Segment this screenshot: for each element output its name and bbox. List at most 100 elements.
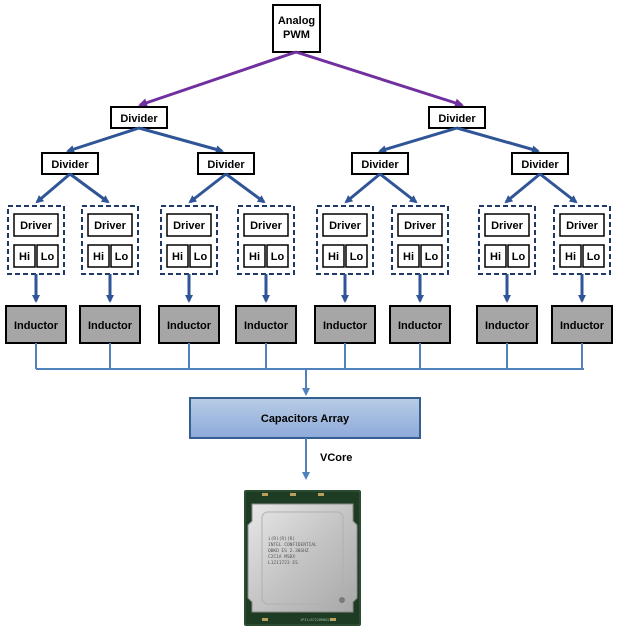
driver-box	[166, 213, 212, 237]
lo-switch-box	[507, 244, 530, 268]
driver-box	[13, 213, 59, 237]
driver-arrow	[188, 172, 227, 204]
inductor-label: Inductor	[560, 320, 605, 332]
lo-switch-box	[36, 244, 59, 268]
pwm-to-divider-left-arrow	[138, 50, 297, 108]
driver-box	[322, 213, 368, 237]
hi-switch-box	[87, 244, 110, 268]
inductor-label: Inductor	[88, 320, 133, 332]
divider-mid-4: Divider	[511, 152, 569, 175]
analog-pwm-line2: PWM	[283, 29, 310, 41]
hi-label: Hi	[565, 251, 576, 263]
hi-switch-box	[166, 244, 189, 268]
lo-switch-box	[345, 244, 368, 268]
driver-box	[243, 213, 289, 237]
driver-label: Driver	[491, 220, 524, 232]
inductor-label: Inductor	[244, 320, 289, 332]
divider-arrow	[138, 126, 224, 154]
driver-box	[87, 213, 133, 237]
hi-switch-box	[397, 244, 420, 268]
cpu-chip-icon: i(R)(R)(R) INTEL CONFIDENTIAL QBKD ES 2.…	[244, 490, 361, 626]
lo-label: Lo	[194, 251, 208, 263]
hi-switch-box	[13, 244, 36, 268]
divider-label: Divider	[438, 113, 476, 125]
hi-label: Hi	[19, 251, 30, 263]
lo-switch-box	[266, 244, 289, 268]
inductor-box	[551, 305, 613, 344]
divider-arrow	[378, 126, 458, 154]
driver-label: Driver	[329, 220, 362, 232]
lo-switch-box	[582, 244, 605, 268]
hi-label: Hi	[328, 251, 339, 263]
driver-arrow	[539, 172, 578, 204]
driver-arrow	[69, 172, 110, 204]
collector-bus	[36, 368, 584, 396]
analog-pwm-box: Analog PWM	[272, 4, 321, 53]
hi-label: Hi	[93, 251, 104, 263]
vcore-label: VCore	[320, 452, 352, 464]
cpu-marking-2: INTEL CONFIDENTIAL	[268, 542, 317, 548]
driver-label: Driver	[250, 220, 283, 232]
hi-switch-box	[243, 244, 266, 268]
capacitors-array-box: Capacitors Array	[189, 397, 421, 439]
lo-switch-box	[189, 244, 212, 268]
analog-pwm-line1: Analog	[278, 15, 315, 27]
hi-switch-box	[559, 244, 582, 268]
driver-label: Driver	[173, 220, 206, 232]
driver-label: Driver	[20, 220, 53, 232]
divider-arrow	[66, 126, 140, 153]
lo-switch-box	[110, 244, 133, 268]
lo-label: Lo	[587, 251, 601, 263]
inductor-box	[5, 305, 67, 344]
capacitors-array-label: Capacitors Array	[261, 413, 350, 425]
lo-label: Lo	[425, 251, 439, 263]
divider-mid-1: Divider	[41, 152, 99, 175]
driver-label: Driver	[566, 220, 599, 232]
driver-arrow	[225, 172, 266, 204]
driver-label: Driver	[94, 220, 127, 232]
cpu-bottom-code: 1P31/6722DM0022	[300, 618, 332, 622]
hi-label: Hi	[249, 251, 260, 263]
cpu-marking-3: QBKD ES 2.30GHZ	[268, 548, 309, 554]
driver-arrow	[379, 172, 418, 204]
divider-label: Divider	[361, 159, 399, 171]
divider-mid-3: Divider	[351, 152, 409, 175]
lo-switch-box	[420, 244, 443, 268]
driver-box	[559, 213, 605, 237]
lo-label: Lo	[115, 251, 129, 263]
divider-label: Divider	[120, 113, 158, 125]
lo-label: Lo	[271, 251, 285, 263]
driver-box	[397, 213, 443, 237]
divider-label: Divider	[207, 159, 245, 171]
inductor-label: Inductor	[485, 320, 530, 332]
inductor-label: Inductor	[167, 320, 212, 332]
driver-box	[484, 213, 530, 237]
divider-mid-2: Divider	[197, 152, 255, 175]
hi-switch-box	[322, 244, 345, 268]
lo-label: Lo	[512, 251, 526, 263]
inductor-label: Inductor	[14, 320, 59, 332]
inductor-label: Inductor	[323, 320, 368, 332]
inductor-box	[235, 305, 297, 344]
pwm-to-divider-right-arrow	[295, 50, 464, 108]
cpu-marking-1: i(R)(R)(R)	[268, 536, 295, 542]
driver-arrow	[35, 172, 71, 204]
lo-label: Lo	[350, 251, 364, 263]
lo-label: Lo	[41, 251, 55, 263]
driver-arrow	[504, 172, 541, 204]
divider-label: Divider	[521, 159, 559, 171]
divider-top-left: Divider	[110, 106, 168, 129]
divider-label: Divider	[51, 159, 89, 171]
divider-arrow	[456, 126, 540, 154]
driver-label: Driver	[404, 220, 437, 232]
hi-label: Hi	[403, 251, 414, 263]
cpu-marking-5: L1211723 ES	[268, 560, 298, 566]
